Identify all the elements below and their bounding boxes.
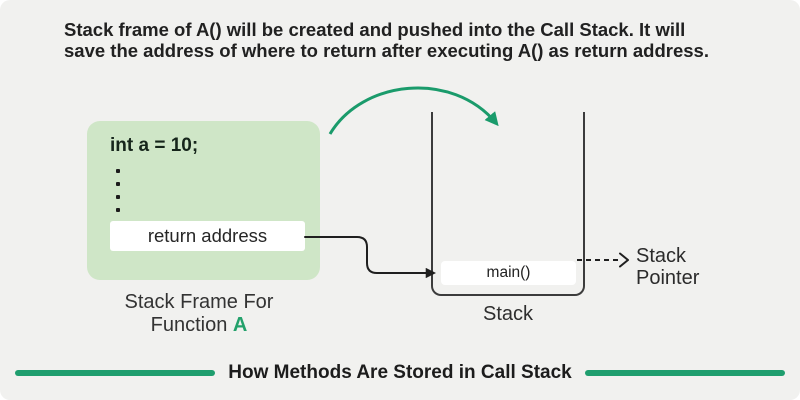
ellipsis-dot	[116, 182, 120, 186]
main-frame-label: main()	[486, 264, 531, 281]
footer-title: How Methods Are Stored in Call Stack	[228, 362, 572, 383]
return-address-slot: return address	[110, 221, 305, 251]
ellipsis-dot	[116, 169, 120, 173]
footer-right-rule	[584, 370, 785, 376]
code-line: int a = 10;	[110, 135, 199, 156]
main-frame-slot: main()	[441, 261, 576, 285]
heading-text: Stack frame of A() will be created and p…	[64, 19, 709, 61]
stack-frame-caption-line1: Stack Frame For	[124, 291, 274, 313]
ellipsis-dot	[116, 208, 120, 212]
return-address-connector-arrow-icon	[304, 236, 437, 279]
heading-line-2: save the address of where to return afte…	[64, 40, 709, 61]
stack-frame-caption: Stack Frame For Function A	[93, 291, 305, 337]
ellipsis-dot	[116, 195, 120, 199]
footer: How Methods Are Stored in Call Stack	[0, 362, 800, 384]
stack-pointer-label: Stack Pointer	[636, 245, 700, 289]
stack-frame-box: int a = 10; return address	[87, 121, 320, 280]
heading-line-1: Stack frame of A() will be created and p…	[64, 19, 686, 40]
stack-caption: Stack	[482, 303, 534, 325]
call-stack-container	[431, 112, 585, 296]
footer-left-rule	[15, 370, 216, 376]
stack-pointer-chevron-icon	[619, 252, 629, 268]
function-name: A	[232, 314, 248, 336]
vertical-ellipsis-dots	[116, 169, 120, 212]
stack-frame-caption-line2: Function A	[93, 314, 305, 337]
function-word: Function	[150, 314, 228, 336]
return-address-label: return address	[147, 225, 268, 246]
